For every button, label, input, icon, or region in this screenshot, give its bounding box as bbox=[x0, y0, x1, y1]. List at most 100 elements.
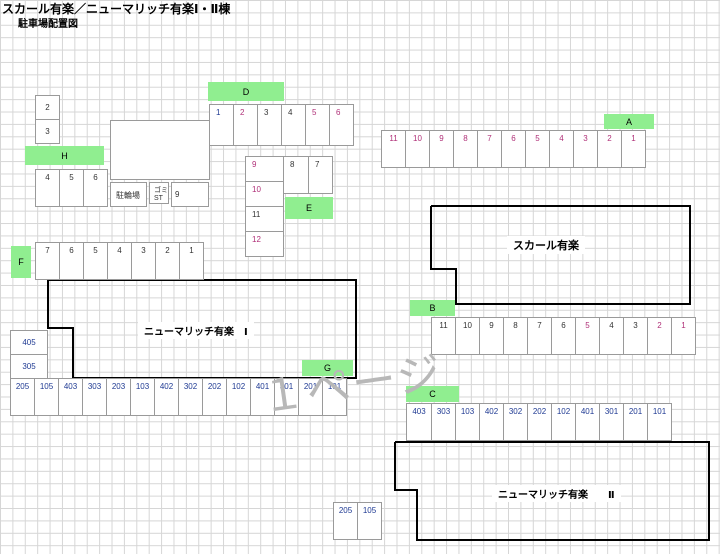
lot: 5 bbox=[305, 104, 330, 146]
lot: 202 bbox=[527, 403, 552, 441]
lot: 2 bbox=[155, 242, 180, 280]
lot: 101 bbox=[647, 403, 672, 441]
lot: 8 bbox=[503, 317, 528, 355]
lot: 303 bbox=[431, 403, 456, 441]
structure-block bbox=[110, 120, 210, 180]
lot: 6 bbox=[329, 104, 354, 146]
lot: 4 bbox=[281, 104, 306, 146]
lot: 10 bbox=[405, 130, 430, 168]
building-name-new1: ニューマリッチ有楽 Ⅰ bbox=[138, 322, 254, 339]
garbage-label: ゴミ bbox=[154, 187, 168, 194]
lot: 6 bbox=[59, 242, 84, 280]
lot: 103 bbox=[455, 403, 480, 441]
garbage-station: ゴミ ST bbox=[149, 182, 169, 204]
area-label-a: A bbox=[604, 114, 654, 129]
building-new2-outline bbox=[394, 441, 710, 541]
lot: 8 bbox=[283, 156, 309, 194]
lot: 401 bbox=[250, 378, 275, 416]
lot: 8 bbox=[453, 130, 478, 168]
lot: 205 bbox=[333, 502, 358, 540]
lot: 4 bbox=[107, 242, 132, 280]
area-label-f: F bbox=[11, 246, 31, 278]
lot: 6 bbox=[551, 317, 576, 355]
lot: 1 bbox=[671, 317, 696, 355]
lot-row-b: 11 10 9 8 7 6 5 4 3 2 1 bbox=[431, 317, 696, 355]
lot: 402 bbox=[479, 403, 504, 441]
page-subtitle: 駐車場配置図 bbox=[18, 19, 78, 30]
bike-parking-label: 駐輪場 bbox=[116, 191, 140, 200]
lot-row-bottom: 205 105 bbox=[333, 502, 382, 540]
lot: 3 bbox=[35, 119, 60, 144]
lot: 2 bbox=[35, 95, 60, 120]
lot: 105 bbox=[34, 378, 59, 416]
lot-row-e-top: 8 7 bbox=[283, 156, 333, 194]
lot: 201 bbox=[623, 403, 648, 441]
lot: 12 bbox=[245, 231, 284, 257]
lot: 3 bbox=[131, 242, 156, 280]
lot: 11 bbox=[245, 206, 284, 232]
lot: 7 bbox=[35, 242, 60, 280]
lot: 301 bbox=[274, 378, 299, 416]
lot: 402 bbox=[154, 378, 179, 416]
lot: 103 bbox=[130, 378, 155, 416]
lot-row-a: 11 10 9 8 7 6 5 4 3 2 1 bbox=[381, 130, 646, 168]
lot-row-f: 7 6 5 4 3 2 1 bbox=[35, 242, 204, 280]
lot: 401 bbox=[575, 403, 600, 441]
lot: 1 bbox=[621, 130, 646, 168]
lot-row-h: 4 5 6 bbox=[35, 169, 108, 207]
area-label-h: H bbox=[25, 146, 104, 165]
lot: 7 bbox=[527, 317, 552, 355]
lot: 6 bbox=[501, 130, 526, 168]
lot-row-d: 1 2 3 4 5 6 bbox=[209, 104, 354, 146]
lot: 302 bbox=[503, 403, 528, 441]
lot: 7 bbox=[477, 130, 502, 168]
lot-column-e: 9 10 11 12 bbox=[245, 156, 284, 257]
lot-9-slot: 9 bbox=[171, 182, 209, 207]
lot: 9 bbox=[429, 130, 454, 168]
lot: 403 bbox=[406, 403, 432, 441]
lot-row-c: 403 303 103 402 302 202 102 401 301 201 … bbox=[406, 403, 672, 441]
lot: 11 bbox=[381, 130, 406, 168]
lot: 2 bbox=[597, 130, 622, 168]
area-label-b: B bbox=[410, 300, 455, 316]
lot: 4 bbox=[599, 317, 624, 355]
lot: 10 bbox=[455, 317, 480, 355]
lot: 9 bbox=[479, 317, 504, 355]
area-label-g: G bbox=[302, 360, 353, 376]
lot: 101 bbox=[322, 378, 347, 416]
lot: 10 bbox=[245, 181, 284, 207]
lot: 301 bbox=[599, 403, 624, 441]
lot: 9 bbox=[175, 190, 180, 199]
lot-stack-2-3: 2 3 bbox=[35, 95, 60, 144]
lot: 9 bbox=[245, 156, 284, 182]
lot: 205 bbox=[10, 378, 35, 416]
lot: 403 bbox=[58, 378, 83, 416]
lot: 3 bbox=[623, 317, 648, 355]
lot: 105 bbox=[357, 502, 382, 540]
lot: 303 bbox=[82, 378, 107, 416]
building-name-scal: スカール有楽 bbox=[507, 236, 585, 254]
bike-parking: 駐輪場 bbox=[110, 182, 147, 207]
lot: 1 bbox=[209, 104, 234, 146]
lot: 3 bbox=[573, 130, 598, 168]
lot: 2 bbox=[233, 104, 258, 146]
lot: 3 bbox=[257, 104, 282, 146]
building-name-new2: ニューマリッチ有楽 Ⅱ bbox=[492, 485, 621, 502]
lot: 102 bbox=[551, 403, 576, 441]
area-label-d: D bbox=[208, 82, 284, 101]
lot-stack-405-305: 405 305 bbox=[10, 330, 48, 379]
lot: 1 bbox=[179, 242, 204, 280]
lot: 4 bbox=[549, 130, 574, 168]
lot: 11 bbox=[431, 317, 456, 355]
lot: 4 bbox=[35, 169, 60, 207]
lot: 5 bbox=[575, 317, 600, 355]
lot: 5 bbox=[525, 130, 550, 168]
lot: 203 bbox=[106, 378, 131, 416]
lot: 305 bbox=[10, 354, 48, 379]
station-label: ST bbox=[154, 195, 163, 202]
lot: 102 bbox=[226, 378, 251, 416]
lot: 6 bbox=[83, 169, 108, 207]
lot-row-g: 205 105 403 303 203 103 402 302 202 102 … bbox=[10, 378, 347, 416]
lot: 5 bbox=[83, 242, 108, 280]
area-label-e: E bbox=[285, 197, 333, 219]
